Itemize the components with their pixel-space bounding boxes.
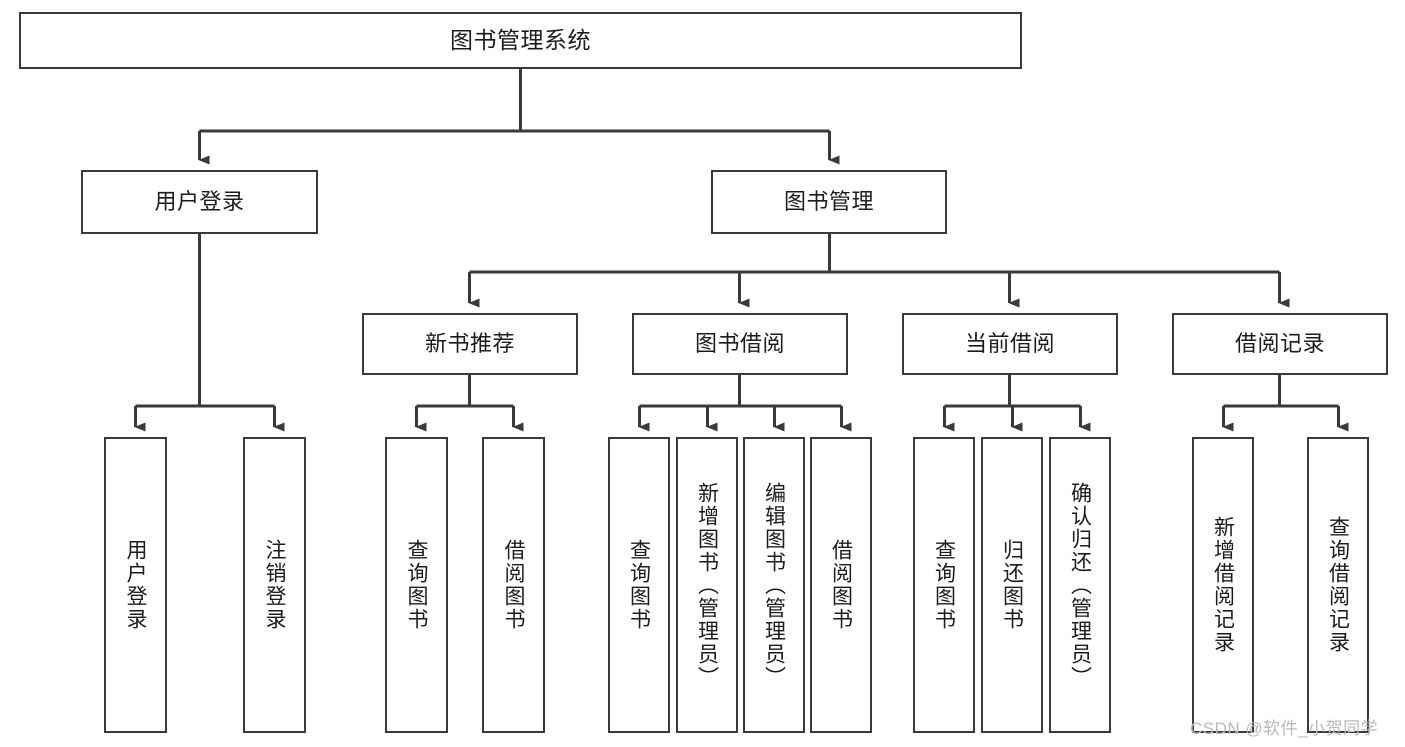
leaf-node[interactable]: 借阅图书 xyxy=(482,437,545,733)
leaf-node[interactable]: 新增图书（管理员） xyxy=(676,437,738,733)
node-book-management[interactable]: 图书管理 xyxy=(711,170,947,234)
node-label: 新增借阅记录 xyxy=(1211,516,1235,654)
node-root-system[interactable]: 图书管理系统 xyxy=(19,12,1022,69)
leaf-node[interactable]: 注销登录 xyxy=(243,437,306,733)
node-label: 借阅图书 xyxy=(829,539,853,631)
node-label: 图书借阅 xyxy=(694,331,785,357)
watermark: CSDN @软件_小贺同学 xyxy=(1190,719,1379,738)
node-label: 借阅记录 xyxy=(1234,331,1325,357)
leaf-node[interactable]: 查询图书 xyxy=(385,437,448,733)
leaf-node[interactable]: 归还图书 xyxy=(981,437,1043,733)
node-label: 用户登录 xyxy=(124,539,147,631)
leaf-node[interactable]: 查询借阅记录 xyxy=(1307,437,1369,733)
leaf-node[interactable]: 用户登录 xyxy=(104,437,167,733)
node-label: 借阅图书 xyxy=(502,539,525,631)
leaf-node[interactable]: 查询图书 xyxy=(913,437,975,733)
node-label: 归还图书 xyxy=(1000,539,1024,631)
leaf-node[interactable]: 确认归还（管理员） xyxy=(1049,437,1111,733)
leaf-node[interactable]: 新增借阅记录 xyxy=(1192,437,1254,733)
node-new-book-recommend[interactable]: 新书推荐 xyxy=(362,313,578,375)
node-label: 图书管理系统 xyxy=(450,27,591,54)
leaf-node[interactable]: 借阅图书 xyxy=(810,437,872,733)
node-label: 查询借阅记录 xyxy=(1326,516,1350,654)
node-label: 确认归还（管理员） xyxy=(1068,481,1092,689)
node-label: 图书管理 xyxy=(783,189,874,215)
node-label: 查询图书 xyxy=(627,539,651,631)
node-label: 查询图书 xyxy=(405,539,428,631)
leaf-node[interactable]: 查询图书 xyxy=(608,437,670,733)
node-label: 当前借阅 xyxy=(964,331,1055,357)
node-user-login[interactable]: 用户登录 xyxy=(81,170,318,234)
node-label: 编辑图书（管理员） xyxy=(762,481,786,689)
leaf-node[interactable]: 编辑图书（管理员） xyxy=(743,437,805,733)
node-label: 新书推荐 xyxy=(424,331,515,357)
node-label: 查询图书 xyxy=(932,539,956,631)
node-label: 用户登录 xyxy=(154,189,245,215)
node-current-borrow[interactable]: 当前借阅 xyxy=(902,313,1118,375)
node-label: 注销登录 xyxy=(263,539,286,631)
node-label: 新增图书（管理员） xyxy=(695,481,719,689)
node-book-borrow[interactable]: 图书借阅 xyxy=(632,313,848,375)
node-borrow-record[interactable]: 借阅记录 xyxy=(1172,313,1388,375)
